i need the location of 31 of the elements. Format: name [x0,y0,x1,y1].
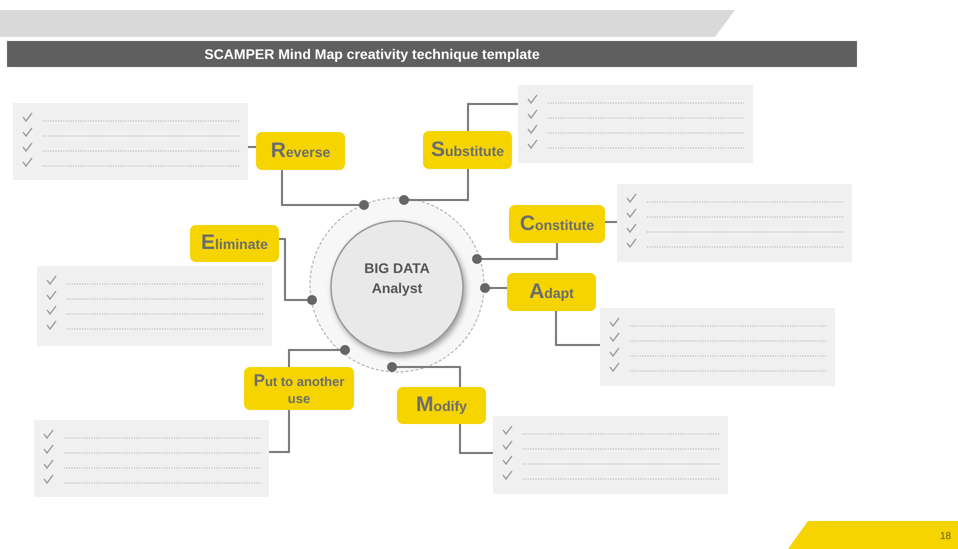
connector-line [279,238,317,305]
checklist-panel [617,184,852,262]
checklist-panel [600,308,835,386]
connector-line [459,424,493,454]
connector-line [555,311,600,346]
connector-line [269,410,290,453]
checklist-panel [518,85,753,163]
connector-line [605,221,617,223]
hub-circle [309,197,485,373]
keyword-tag: Substitute [423,131,512,169]
keyword-tag: Adapt [507,273,596,311]
hub-label: BIG DATA Analyst [363,259,431,298]
title-bar: SCAMPER Mind Map creativity technique template [7,41,857,67]
connector-line [288,345,350,367]
keyword-tag: Put to another use [244,367,354,410]
checklist-panel [34,420,269,497]
connector-line [248,146,256,148]
checklist-panel [493,416,728,494]
connector-line [281,170,369,210]
checklist-panel [13,103,248,180]
connector-line [472,243,558,264]
keyword-tag: Reverse [256,132,345,170]
connector-line [480,283,507,293]
page-number: 18 [940,531,952,542]
connector-line [399,169,469,205]
connector-line [467,103,518,131]
keyword-tag: Constitute [509,205,605,243]
checklist-panel [37,266,272,346]
keyword-tag: Modify [397,387,486,424]
connector-line [387,362,461,387]
keyword-tag: Eliminate [190,225,279,262]
